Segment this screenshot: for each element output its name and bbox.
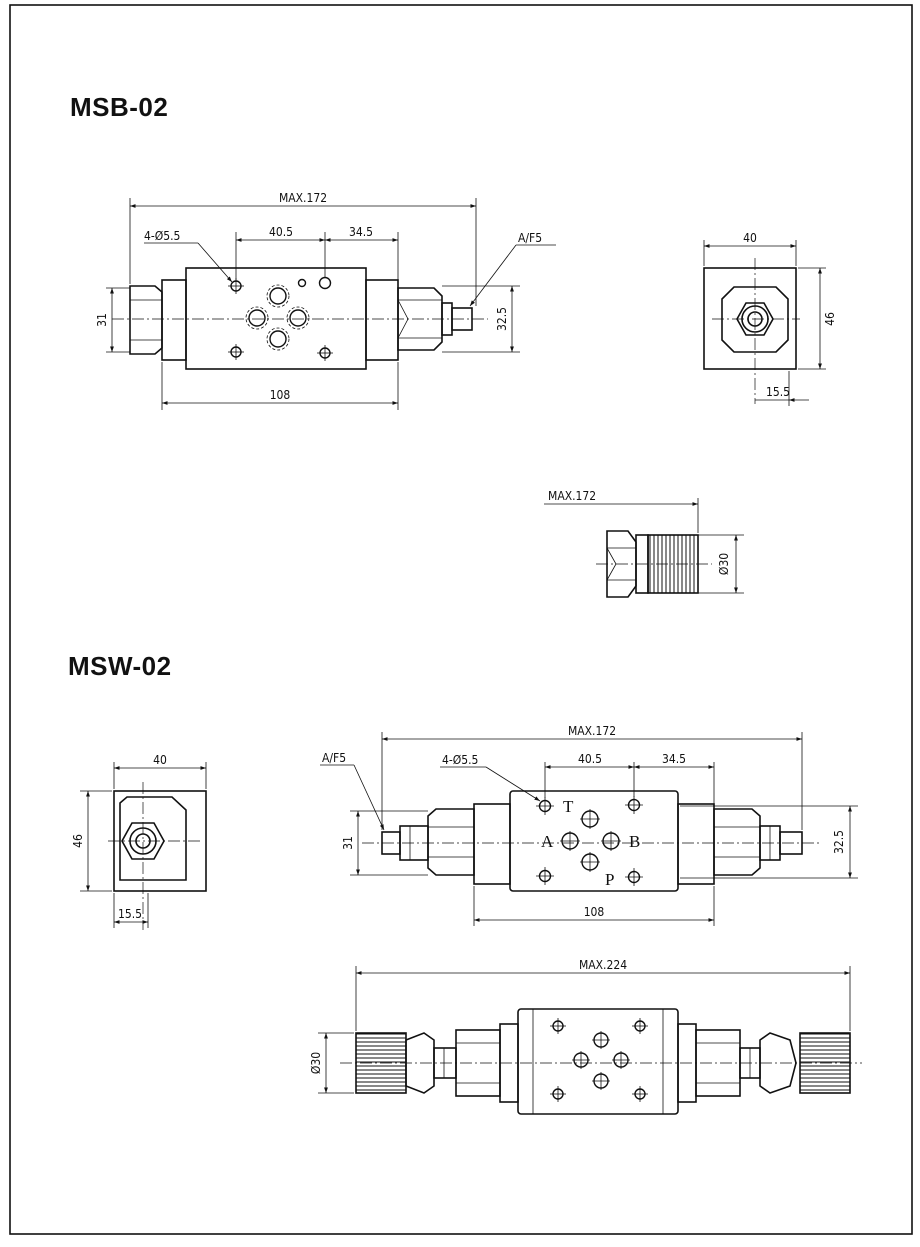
msw-knob-max-length: MAX.224	[579, 958, 627, 972]
msw-height: 31	[341, 836, 355, 850]
msb-pitch-2: 34.5	[349, 225, 373, 239]
msw-pitch-2: 34.5	[662, 752, 686, 766]
msb-max-length: MAX.172	[279, 191, 327, 205]
msw-knob-view: MAX.224 Ø30	[309, 958, 862, 1115]
msw-wrench-label: A/F5	[322, 751, 346, 765]
msb-side-width: 40	[743, 231, 757, 245]
page-border	[9, 4, 913, 1235]
msw-side-height: 46	[71, 834, 85, 848]
msb-height-2: 32.5	[495, 307, 509, 331]
msb-side-view: 40 46 15.5	[703, 231, 837, 406]
msb-knob-detail: MAX.172 Ø30	[544, 489, 744, 598]
msw-max-length: MAX.172	[568, 724, 616, 738]
msw-side-view: 40 46 15.5	[71, 753, 207, 930]
msw-front-view: T A B P MAX.172 40.5 34.5 4-Ø5.5 A/F5 31	[320, 724, 858, 926]
msw-side-offset: 15.5	[118, 907, 142, 921]
msb-02-title: MSB-02	[70, 92, 169, 122]
msb-body-length: 108	[270, 388, 291, 402]
port-b-label: B	[629, 832, 640, 851]
msb-knob-diameter: Ø30	[717, 553, 731, 575]
msb-front-view: MAX.172 40.5 34.5 4-Ø5.5 A/F5 31 32.5 10…	[95, 191, 556, 410]
msb-knob-max-length: MAX.172	[548, 489, 596, 503]
port-t-label: T	[563, 797, 574, 816]
msw-knob-diameter: Ø30	[309, 1052, 323, 1074]
msb-wrench-label: A/F5	[518, 231, 542, 245]
port-a-label: A	[541, 832, 554, 851]
msb-side-offset: 15.5	[766, 385, 790, 399]
msb-side-height: 46	[823, 312, 837, 326]
msw-body-length: 108	[584, 905, 605, 919]
port-p-label: P	[605, 870, 614, 889]
msw-side-width: 40	[153, 753, 167, 767]
msw-pitch-1: 40.5	[578, 752, 602, 766]
msw-02-title: MSW-02	[68, 651, 172, 681]
msb-holes-label: 4-Ø5.5	[144, 229, 180, 243]
msw-holes-label: 4-Ø5.5	[442, 753, 478, 767]
msw-height-2: 32.5	[832, 830, 846, 854]
msb-pitch-1: 40.5	[269, 225, 293, 239]
msb-height: 31	[95, 313, 109, 327]
